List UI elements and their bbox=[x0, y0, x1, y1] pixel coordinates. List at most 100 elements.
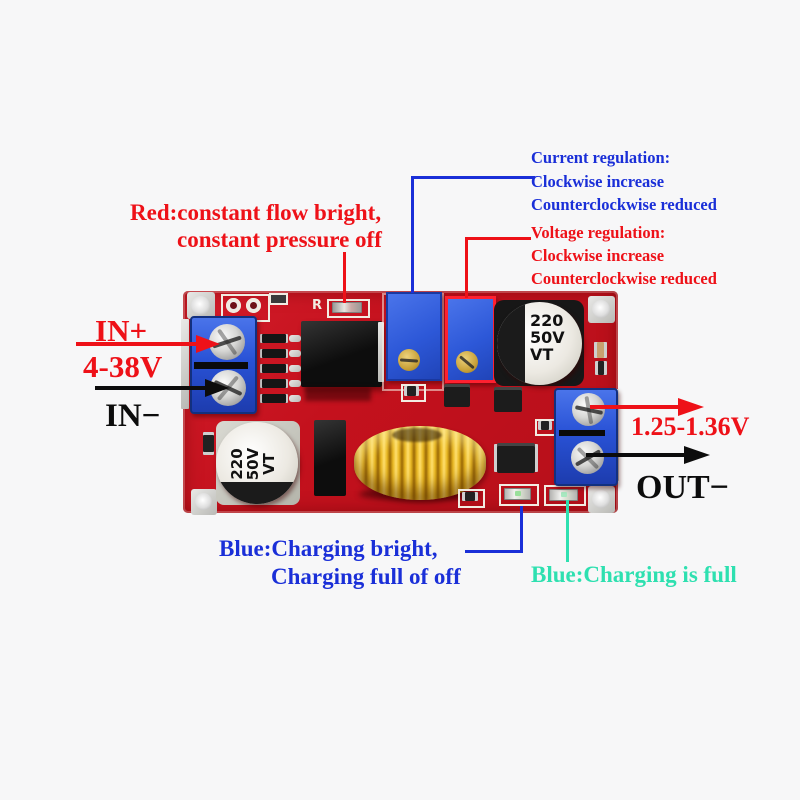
in-minus-arrow-head bbox=[205, 379, 229, 397]
smd-resistor bbox=[538, 421, 552, 430]
cap-label-line: 220 bbox=[530, 311, 564, 330]
in-plus-label: IN+ bbox=[95, 313, 148, 348]
mounting-hole-icon bbox=[195, 493, 212, 510]
mounting-hole-icon bbox=[592, 300, 610, 318]
out-minus-arrow-head bbox=[684, 446, 710, 464]
in-minus-label: IN− bbox=[105, 398, 161, 434]
transistor bbox=[444, 384, 470, 407]
smd-resistor bbox=[594, 342, 607, 358]
ic-leg-pad bbox=[289, 380, 301, 387]
current-potentiometer bbox=[386, 292, 442, 381]
screw-slot bbox=[459, 355, 475, 369]
charge-led bbox=[504, 488, 531, 500]
red-led-pointer-line bbox=[343, 252, 346, 303]
mounting-pad-top-left bbox=[187, 292, 215, 319]
charge-led-pointer-line-v bbox=[520, 506, 523, 553]
diode-block bbox=[314, 420, 346, 496]
cap-polarity-mark bbox=[216, 482, 298, 504]
in-plus-arrow-head bbox=[196, 335, 220, 353]
filter-capacitor: 220 50V VT bbox=[216, 422, 298, 504]
mounting-hole-icon bbox=[592, 490, 610, 508]
out-minus-arrow-shaft bbox=[586, 453, 686, 457]
ic-leg bbox=[260, 379, 288, 388]
mounting-pad-bottom-right bbox=[588, 486, 615, 513]
current-pot-pointer-line-h bbox=[411, 176, 535, 179]
mounting-hole-icon bbox=[191, 296, 210, 315]
smd-resistor bbox=[203, 432, 214, 455]
voltage-pot-screw bbox=[456, 351, 478, 373]
mounting-pad-top-right bbox=[588, 296, 615, 323]
red-status-led-box bbox=[327, 299, 370, 318]
red-led-note-line1: Red:constant flow bright, bbox=[130, 200, 382, 225]
terminal-divider bbox=[194, 362, 248, 369]
header-pin-hole bbox=[246, 298, 261, 313]
terminal-divider bbox=[559, 430, 605, 436]
current-pot-screw bbox=[398, 349, 420, 371]
inductor-toroid bbox=[354, 426, 486, 500]
ic-leg bbox=[260, 364, 288, 373]
in-range-label: 4-38V bbox=[83, 349, 163, 384]
ic-leg-pad bbox=[289, 350, 301, 357]
cap-label: 220 50V VT bbox=[228, 436, 286, 492]
ic-leg bbox=[260, 334, 288, 343]
screw-slot bbox=[399, 358, 419, 362]
ic-leg-pad bbox=[289, 365, 301, 372]
sop8-ic bbox=[497, 443, 535, 473]
voltage-regulation-line: Counterclockwise reduced bbox=[531, 269, 717, 288]
edge-plating-left bbox=[181, 319, 189, 409]
out-plus-arrow-shaft bbox=[590, 405, 680, 409]
transistor bbox=[494, 387, 522, 412]
current-regulation-line: Clockwise increase bbox=[531, 171, 665, 191]
ic-leg-pad bbox=[289, 335, 301, 342]
voltage-pot-pointer-line-v bbox=[465, 237, 468, 298]
smd-resistor bbox=[595, 361, 607, 375]
ic-leg bbox=[260, 394, 288, 403]
full-led bbox=[549, 489, 578, 501]
in-minus-arrow-shaft bbox=[95, 386, 207, 390]
output-capacitor: 220 50V VT bbox=[497, 302, 582, 385]
full-led-note: Blue:Charging is full bbox=[531, 562, 737, 587]
voltage-regulation-line: Clockwise increase bbox=[531, 246, 665, 265]
smd-silk-box bbox=[401, 384, 426, 402]
cap-label-line: VT bbox=[259, 453, 278, 475]
voltage-regulation-note: Voltage regulation: Clockwise increase C… bbox=[531, 221, 717, 290]
silkscreen-r-label: R bbox=[312, 298, 323, 313]
smd-resistor bbox=[404, 386, 419, 396]
red-status-led bbox=[332, 302, 362, 313]
blue-led-note-line1: Blue:Charging bright, bbox=[219, 536, 438, 561]
current-pot-pointer-line-v bbox=[411, 176, 414, 293]
ic-leg bbox=[260, 349, 288, 358]
voltage-regulation-line: Voltage regulation: bbox=[531, 223, 666, 242]
output-terminal bbox=[554, 388, 618, 486]
cap-label-line: 50V bbox=[530, 327, 565, 347]
ic-shadow bbox=[305, 387, 371, 401]
out-plus-arrow-head bbox=[678, 398, 704, 416]
blue-led-note-line2: Charging full of off bbox=[271, 564, 461, 589]
out-range-label: 1.25-1.36V bbox=[631, 412, 750, 441]
regulator-ic bbox=[301, 321, 382, 387]
current-regulation-note: Current regulation: Clockwise increase C… bbox=[531, 146, 717, 217]
current-regulation-line: Counterclockwise reduced bbox=[531, 195, 717, 214]
input-terminal bbox=[190, 316, 257, 414]
led-chip bbox=[561, 492, 567, 497]
hole-center bbox=[250, 302, 257, 309]
cap-label: 220 50V VT bbox=[530, 311, 565, 364]
charge-led-pointer-line-h bbox=[465, 550, 523, 553]
full-led-silk-box bbox=[544, 485, 586, 506]
current-regulation-line: Current regulation: bbox=[531, 148, 671, 167]
mounting-pad-bottom-left bbox=[191, 489, 217, 515]
header-pin-hole bbox=[226, 298, 241, 313]
small-smd-box bbox=[269, 293, 288, 305]
ic-leg-pad bbox=[289, 395, 301, 402]
out-minus-label: OUT− bbox=[636, 469, 730, 506]
cap-label-line: VT bbox=[530, 344, 554, 364]
voltage-pot-pointer-line-h bbox=[465, 237, 531, 240]
red-led-note-line2: constant pressure off bbox=[177, 227, 382, 252]
screw-slot bbox=[576, 446, 599, 469]
in-plus-arrow-shaft bbox=[76, 342, 198, 346]
ic-tab-edge bbox=[378, 322, 384, 382]
smd-resistor bbox=[462, 492, 478, 501]
voltage-potentiometer bbox=[445, 296, 496, 383]
hole-center bbox=[230, 302, 237, 309]
